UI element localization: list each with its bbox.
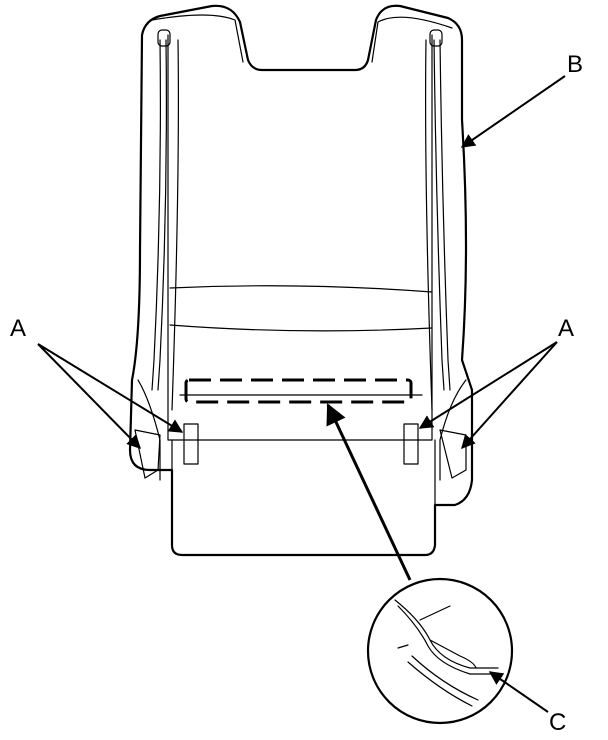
detail-circle (366, 577, 514, 725)
right-side-flap (439, 379, 467, 481)
label-a-left: A (10, 315, 26, 342)
hook-area-dashed (184, 378, 413, 404)
seat-back-shell (128, 4, 474, 557)
label-b: B (567, 51, 583, 78)
callout-a-left-arrows (37, 343, 184, 449)
left-side-flap (134, 379, 161, 481)
detail-leader-line (326, 403, 412, 581)
left-clip (183, 423, 199, 465)
callout-a-right-arrows (418, 341, 558, 450)
seat-back-inner-panel (151, 14, 453, 506)
callout-b-arrow (460, 75, 566, 148)
right-trim-strip (429, 29, 451, 391)
callout-c-arrow (488, 671, 549, 713)
right-clip (403, 423, 419, 465)
label-c: C (549, 709, 566, 736)
label-a-right: A (558, 315, 574, 342)
left-trim-strip (151, 29, 171, 391)
